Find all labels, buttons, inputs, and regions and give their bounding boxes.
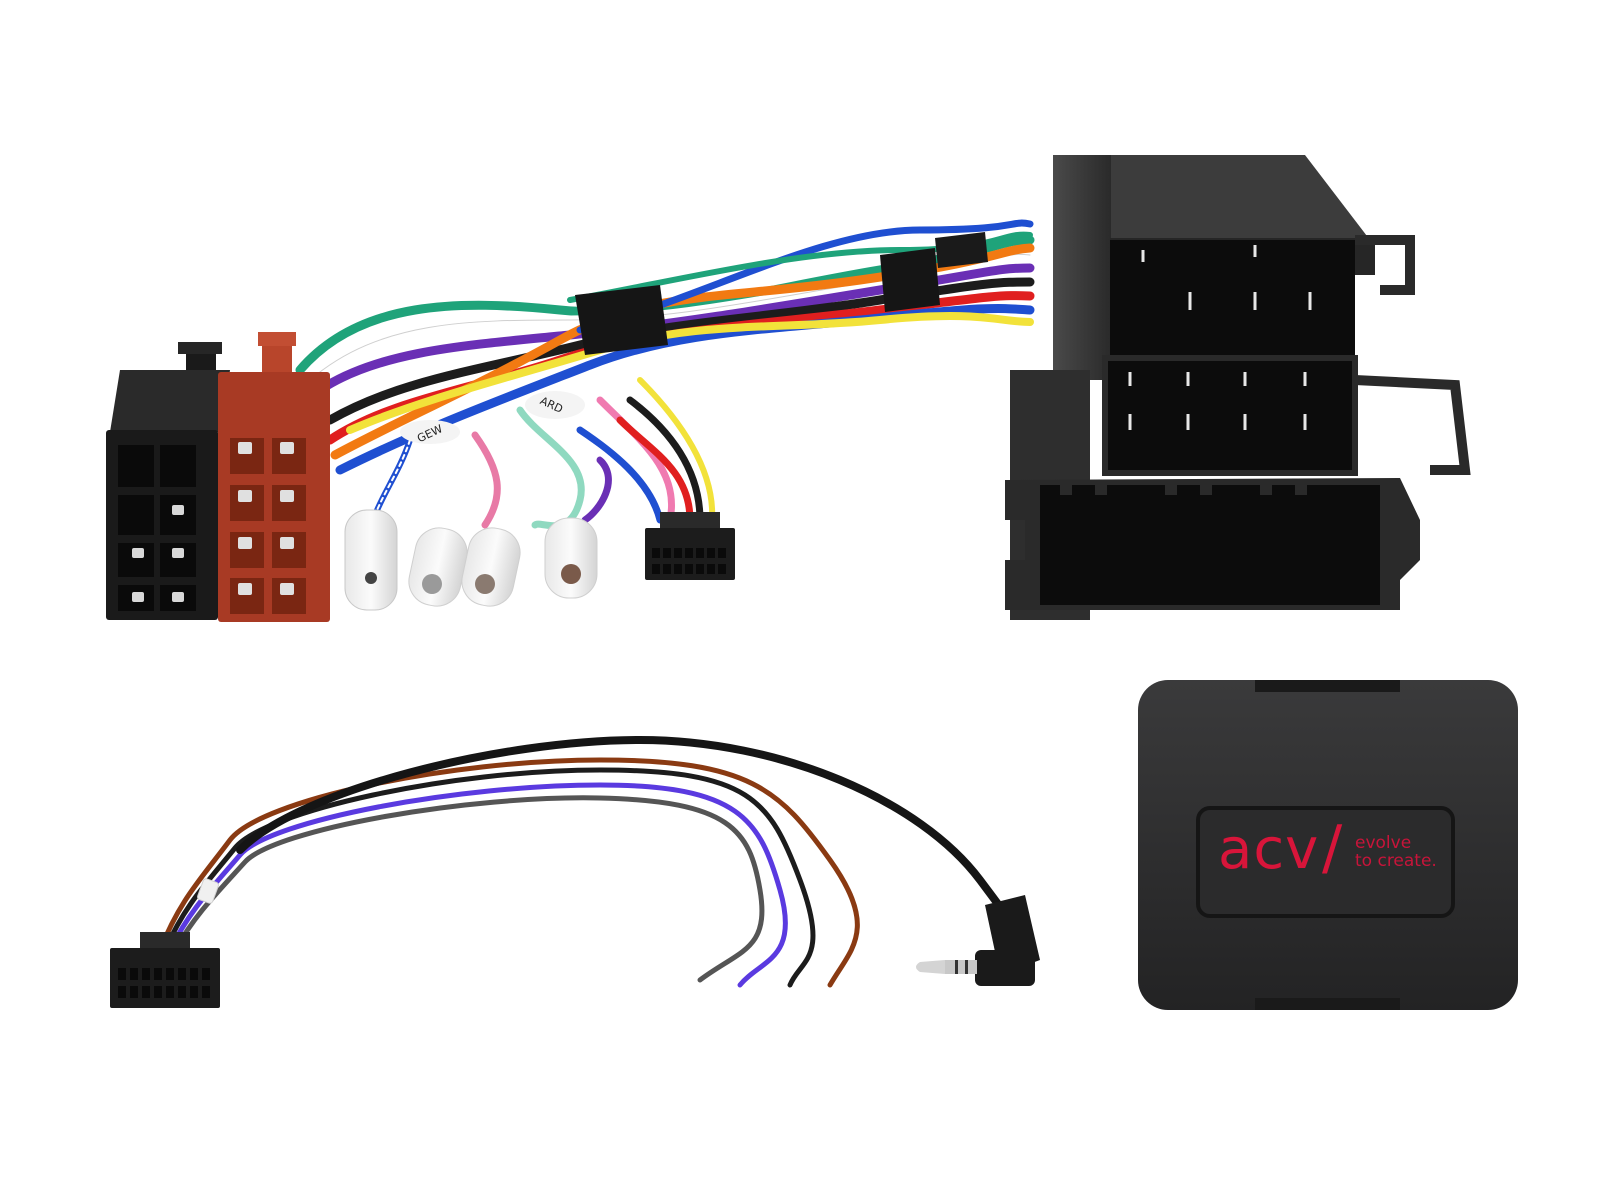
bullet-connectors xyxy=(344,509,598,611)
iso-speaker-connector xyxy=(218,332,330,622)
bullet-connector-3 xyxy=(461,527,521,607)
patch-lead-connector xyxy=(110,932,220,1008)
harness-sleeve-labels: GEW ARD xyxy=(400,391,585,445)
radio-connector xyxy=(645,512,735,580)
harness-wire-bundle xyxy=(295,219,1035,530)
iso-power-connector xyxy=(106,342,230,620)
svg-text:to create.: to create. xyxy=(1355,851,1437,871)
interface-box: acv / evolve to create. xyxy=(1138,680,1518,1010)
harness-tape-wraps xyxy=(575,232,988,355)
acv-logo: acv / evolve to create. xyxy=(1218,813,1437,883)
bullet-connector-4 xyxy=(544,517,598,599)
antenna-bullet-connector xyxy=(344,509,398,611)
svg-text:/: / xyxy=(1322,813,1343,883)
patch-lead-wires xyxy=(157,735,1022,988)
bullet-connector-2 xyxy=(408,527,468,607)
svg-text:evolve: evolve xyxy=(1355,833,1411,853)
audio-jack-3-5mm xyxy=(916,895,1040,986)
svg-text:acv: acv xyxy=(1218,817,1319,882)
vehicle-connector xyxy=(1005,155,1471,620)
